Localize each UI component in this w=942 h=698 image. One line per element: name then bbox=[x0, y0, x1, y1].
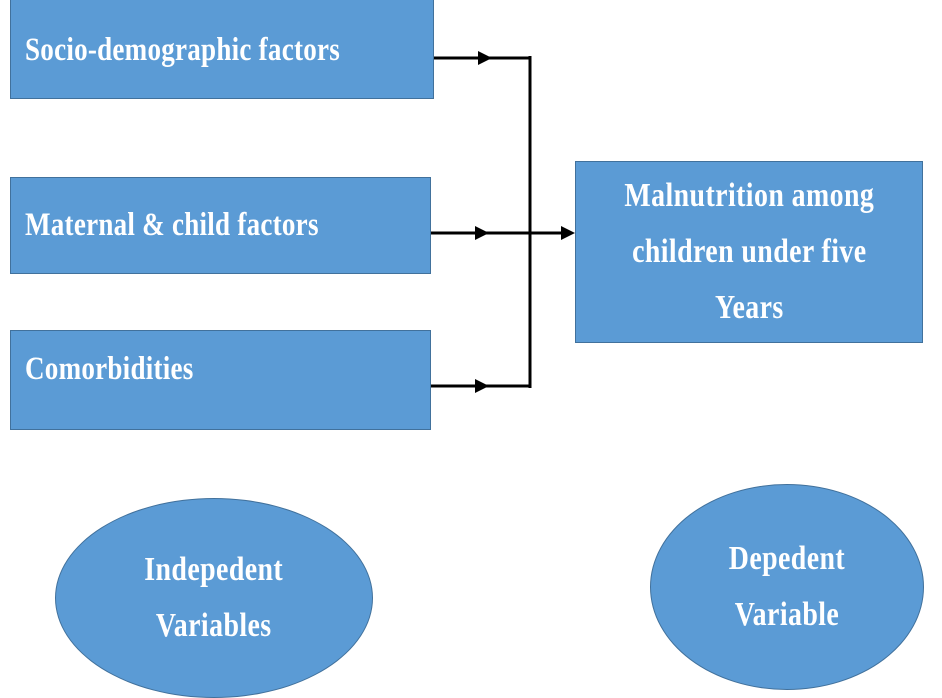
arrowhead-maternal bbox=[475, 226, 489, 240]
outcome-line-2: children under five bbox=[631, 233, 867, 270]
independent-line-1: Indepedent bbox=[144, 551, 284, 588]
independent-variables-text: Indepedent Variables bbox=[145, 542, 284, 654]
dependent-line-1: Depedent bbox=[728, 540, 846, 577]
arrowhead-socio bbox=[478, 51, 492, 65]
socio-demographic-factors-box: Socio-demographic factors bbox=[10, 0, 434, 99]
comorbidities-box: Comorbidities bbox=[10, 330, 431, 430]
independent-variables-ellipse: Indepedent Variables bbox=[55, 498, 373, 698]
comorbidities-label: Comorbidities bbox=[25, 350, 194, 387]
dependent-line-2: Variable bbox=[734, 596, 840, 633]
dependent-variable-text: Depedent Variable bbox=[729, 531, 845, 643]
outcome-line-1: Malnutrition among bbox=[624, 177, 874, 214]
maternal-child-factors-box: Maternal & child factors bbox=[10, 177, 431, 274]
outcome-line-3: Years bbox=[714, 289, 784, 326]
dependent-variable-ellipse: Depedent Variable bbox=[650, 484, 924, 690]
independent-line-2: Variables bbox=[156, 607, 272, 644]
malnutrition-outcome-box: Malnutrition among children under five Y… bbox=[575, 161, 923, 343]
arrowhead-outcome bbox=[561, 226, 575, 240]
maternal-child-factors-label: Maternal & child factors bbox=[25, 207, 319, 243]
socio-demographic-factors-label: Socio-demographic factors bbox=[25, 32, 341, 68]
malnutrition-outcome-text: Malnutrition among children under five Y… bbox=[624, 168, 874, 336]
arrowhead-comorbidities bbox=[475, 379, 489, 393]
